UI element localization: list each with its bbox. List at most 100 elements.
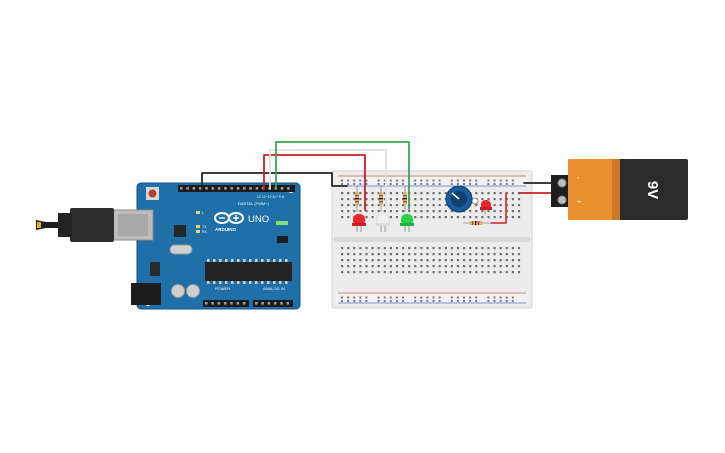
breadboard-hole bbox=[493, 259, 496, 262]
breadboard-hole bbox=[377, 253, 380, 256]
chip-pin bbox=[213, 281, 216, 284]
brand-label: ARDUINO bbox=[215, 227, 236, 232]
breadboard-hole bbox=[377, 265, 380, 268]
battery-plus-label: + bbox=[577, 199, 581, 206]
breadboard-hole bbox=[341, 216, 344, 219]
breadboard-hole bbox=[505, 198, 508, 201]
chip-pin bbox=[207, 281, 210, 284]
battery-voltage-label: 9V bbox=[644, 181, 661, 199]
header-pin bbox=[205, 187, 208, 190]
resistor bbox=[355, 186, 359, 212]
breadboard-hole bbox=[426, 253, 429, 256]
breadboard-rail-hole bbox=[359, 296, 362, 299]
breadboard-hole bbox=[347, 192, 350, 195]
breadboard-hole bbox=[383, 253, 386, 256]
breadboard-hole bbox=[371, 247, 374, 250]
breadboard-rail-hole bbox=[463, 179, 465, 182]
breadboard-rail-hole bbox=[420, 296, 423, 299]
breadboard-rail-hole bbox=[438, 183, 441, 185]
reset-button-cap[interactable] bbox=[148, 189, 157, 198]
breadboard-hole bbox=[450, 216, 453, 219]
wire-white-pin bbox=[269, 149, 387, 210]
breadboard-hole bbox=[395, 247, 399, 250]
breadboard-hole bbox=[341, 192, 344, 195]
battery-terminal-negative bbox=[557, 178, 567, 188]
header-pin bbox=[205, 302, 208, 305]
breadboard-hole bbox=[383, 192, 386, 195]
breadboard-hole bbox=[371, 253, 374, 256]
header-pin bbox=[273, 302, 277, 305]
breadboard-rail-hole bbox=[377, 296, 380, 299]
header-pin bbox=[223, 302, 227, 305]
breadboard-hole bbox=[444, 216, 447, 219]
breadboard-rail-hole bbox=[493, 296, 496, 299]
breadboard-hole bbox=[341, 265, 344, 268]
breadboard-hole bbox=[402, 247, 405, 250]
breadboard-hole bbox=[359, 253, 362, 256]
battery-9v: - + 9V bbox=[551, 159, 688, 220]
breadboard-hole bbox=[426, 247, 429, 250]
breadboard-hole bbox=[481, 198, 484, 201]
chip-pin bbox=[285, 281, 288, 284]
breadboard-hole bbox=[395, 204, 399, 207]
breadboard-hole bbox=[341, 253, 344, 256]
breadboard-hole bbox=[389, 259, 392, 262]
breadboard-hole bbox=[420, 198, 423, 201]
potentiometer[interactable] bbox=[445, 185, 479, 213]
breadboard-hole bbox=[456, 216, 460, 219]
breadboard-hole bbox=[493, 271, 496, 274]
breadboard-hole bbox=[402, 259, 405, 262]
breadboard-rail-hole bbox=[469, 183, 472, 185]
digital-pin-header bbox=[178, 185, 295, 192]
breadboard-rail-hole bbox=[493, 300, 496, 302]
breadboard-hole bbox=[395, 210, 399, 213]
board-model-label: UNO bbox=[248, 214, 269, 225]
led-white bbox=[376, 213, 390, 232]
chip-pin bbox=[243, 259, 246, 262]
breadboard-hole bbox=[347, 271, 350, 274]
breadboard-hole bbox=[487, 198, 490, 201]
breadboard-hole bbox=[389, 265, 392, 268]
breadboard-rail-hole bbox=[383, 296, 386, 299]
breadboard-rail-hole bbox=[347, 179, 350, 182]
digital-header-label: DIGITAL (PWM~) bbox=[238, 201, 270, 206]
breadboard-hole bbox=[499, 192, 502, 195]
pushbutton[interactable] bbox=[471, 197, 479, 205]
resistor bbox=[463, 221, 491, 225]
breadboard-hole bbox=[353, 247, 356, 250]
breadboard-hole bbox=[341, 247, 344, 250]
breadboard-hole bbox=[487, 253, 490, 256]
breadboard-rail-hole bbox=[499, 296, 502, 299]
led-green bbox=[400, 214, 414, 232]
breadboard-hole bbox=[341, 210, 344, 213]
breadboard-hole bbox=[402, 204, 405, 207]
breadboard-hole bbox=[347, 247, 350, 250]
header-pin bbox=[243, 187, 246, 190]
breadboard-rail-hole bbox=[432, 179, 435, 182]
breadboard-hole bbox=[341, 259, 344, 262]
breadboard-hole bbox=[432, 271, 435, 274]
breadboard-rail-hole bbox=[475, 296, 478, 299]
breadboard-hole bbox=[347, 265, 350, 268]
breadboard-rail-hole bbox=[347, 300, 350, 302]
breadboard-hole bbox=[438, 247, 441, 250]
breadboard-hole bbox=[389, 216, 392, 219]
chip-pin bbox=[249, 259, 252, 262]
breadboard-hole bbox=[395, 192, 399, 195]
breadboard-hole bbox=[414, 198, 417, 201]
breadboard-hole bbox=[469, 210, 472, 213]
breadboard-hole bbox=[481, 271, 484, 274]
breadboard-hole bbox=[456, 271, 460, 274]
breadboard-hole bbox=[511, 198, 514, 201]
pin-11-label: ~11 bbox=[266, 195, 271, 199]
pin-12-label: 12 bbox=[262, 195, 266, 199]
breadboard-hole bbox=[487, 216, 490, 219]
breadboard-hole bbox=[499, 259, 502, 262]
breadboard-rail-hole bbox=[420, 183, 423, 185]
chip-pin bbox=[225, 281, 228, 284]
breadboard-rail-hole bbox=[438, 296, 441, 299]
battery-terminal-positive bbox=[557, 195, 567, 205]
breadboard-hole bbox=[389, 271, 392, 274]
atmega-chip bbox=[205, 262, 292, 281]
chip-pin bbox=[273, 281, 276, 284]
